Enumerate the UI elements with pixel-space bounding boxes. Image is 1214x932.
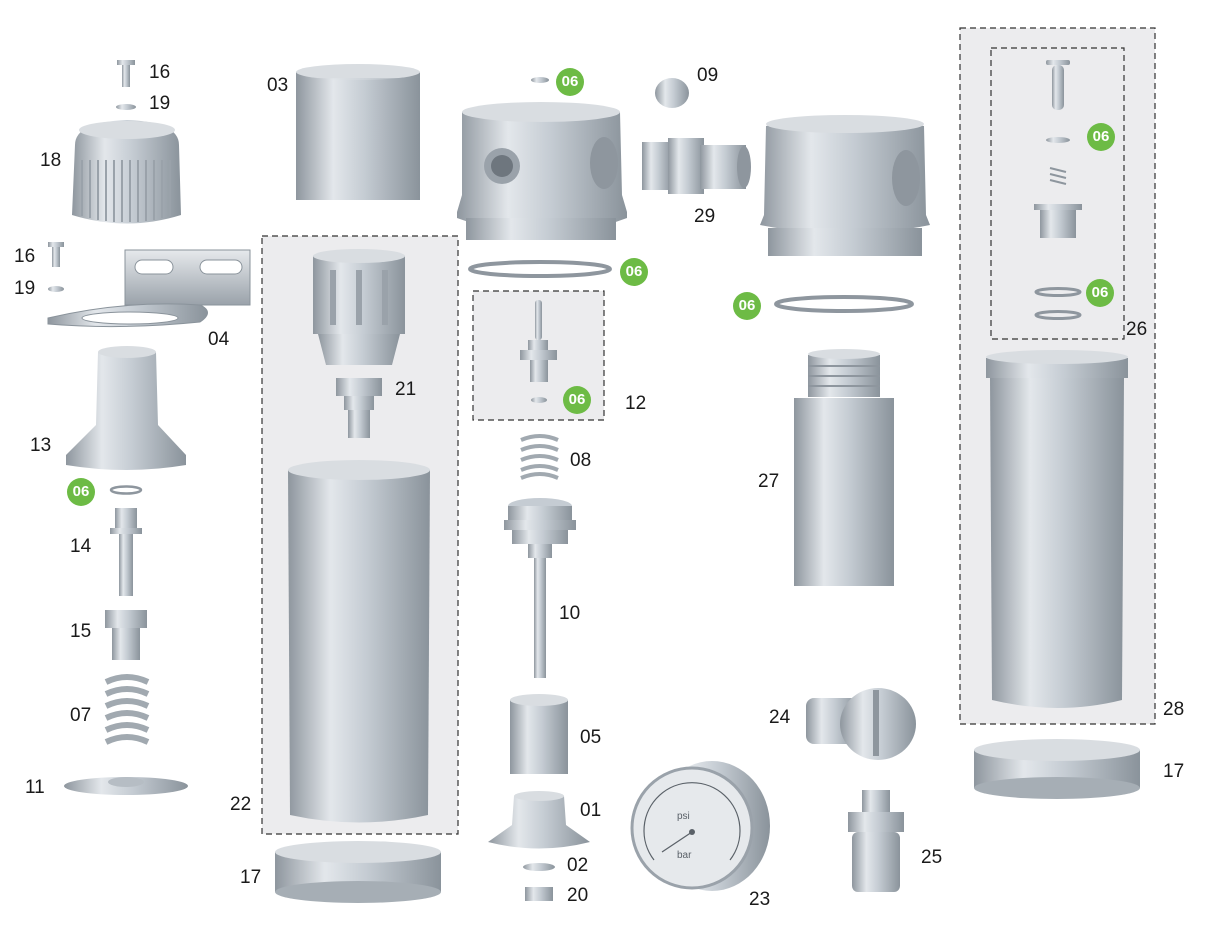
- label-09: 09: [697, 65, 719, 86]
- label-08: 08: [570, 450, 592, 471]
- part-21-filter-element: [313, 249, 405, 438]
- label-16-top: 16: [149, 62, 171, 83]
- part-16-screw-top: [117, 60, 135, 87]
- label-18: 18: [40, 150, 62, 171]
- label-19-top: 19: [149, 93, 171, 114]
- part-04-bracket: [47, 249, 251, 328]
- label-11: 11: [25, 777, 45, 798]
- label-15: 15: [70, 621, 92, 642]
- part-06-oring-top: [531, 77, 549, 83]
- label-17-right: 17: [1163, 761, 1185, 782]
- gauge-unit-psi: psi: [677, 811, 690, 822]
- label-23: 23: [749, 889, 771, 910]
- label-02: 02: [567, 855, 589, 876]
- label-04: 04: [208, 329, 230, 350]
- part-01-seat: [488, 791, 590, 849]
- label-03: 03: [267, 75, 289, 96]
- part-20-nut: [525, 887, 553, 901]
- part-14-adjusting-screw: [110, 508, 142, 596]
- part-22-bowl: [288, 460, 430, 823]
- label-20: 20: [567, 885, 589, 906]
- part-10-stem: [504, 498, 576, 678]
- label-25: 25: [921, 847, 943, 868]
- part-07-spring: [104, 674, 150, 745]
- part-16-screw-left: [48, 242, 64, 267]
- part-24-plug: [806, 688, 916, 760]
- gauge-unit-bar: bar: [677, 850, 692, 861]
- part-27-cartridge: [794, 349, 894, 586]
- part-17-ring-left: [275, 841, 441, 903]
- part-29-nipple: [642, 138, 751, 194]
- label-12: 12: [625, 393, 647, 414]
- part-09-plug: [655, 78, 689, 108]
- part-05-bushing: [510, 694, 568, 774]
- part-15-nut: [105, 610, 147, 660]
- badge-06-left: 06: [67, 478, 95, 506]
- part-26-assembly: [1034, 60, 1082, 320]
- label-16-left: 16: [14, 246, 36, 267]
- part-19-washer-top: [116, 104, 136, 110]
- part-06-oring-middle: [468, 260, 612, 278]
- part-06-oring-left: [109, 485, 143, 495]
- label-27: 27: [758, 471, 780, 492]
- part-body-housing: [457, 102, 627, 240]
- badge-06-top: 06: [556, 68, 584, 96]
- badge-06-right-lower: 06: [1086, 279, 1114, 307]
- label-26: 26: [1126, 319, 1148, 340]
- part-13-bonnet: [66, 346, 186, 470]
- label-28: 28: [1163, 699, 1185, 720]
- part-03-sleeve: [296, 64, 420, 200]
- part-25-connector: [848, 790, 904, 892]
- label-10: 10: [559, 603, 581, 624]
- label-19-left: 19: [14, 278, 36, 299]
- label-21: 21: [395, 379, 417, 400]
- part-28-bowl: [986, 350, 1128, 708]
- part-17-ring-right: [974, 739, 1140, 799]
- label-07: 07: [70, 705, 92, 726]
- badge-06-middle: 06: [620, 258, 648, 286]
- badge-06-valve: 06: [563, 386, 591, 414]
- label-17-left: 17: [240, 867, 262, 888]
- label-29: 29: [694, 206, 716, 227]
- badge-06-right-upper: 06: [1087, 123, 1115, 151]
- label-24: 24: [769, 707, 791, 728]
- label-14: 14: [70, 536, 92, 557]
- part-23-gauge: [630, 761, 770, 891]
- part-02-washer: [523, 863, 555, 871]
- part-housing-right: [760, 115, 930, 256]
- part-19-washer-left: [48, 286, 64, 292]
- part-08-spring: [520, 434, 559, 480]
- part-12-valve: [520, 300, 557, 403]
- part-18-knob: [72, 120, 181, 224]
- label-05: 05: [580, 727, 602, 748]
- part-11-diaphragm: [64, 777, 188, 795]
- label-22: 22: [230, 794, 252, 815]
- label-13: 13: [30, 435, 52, 456]
- badge-06-right: 06: [733, 292, 761, 320]
- label-01: 01: [580, 800, 602, 821]
- part-06-oring-right: [774, 295, 914, 313]
